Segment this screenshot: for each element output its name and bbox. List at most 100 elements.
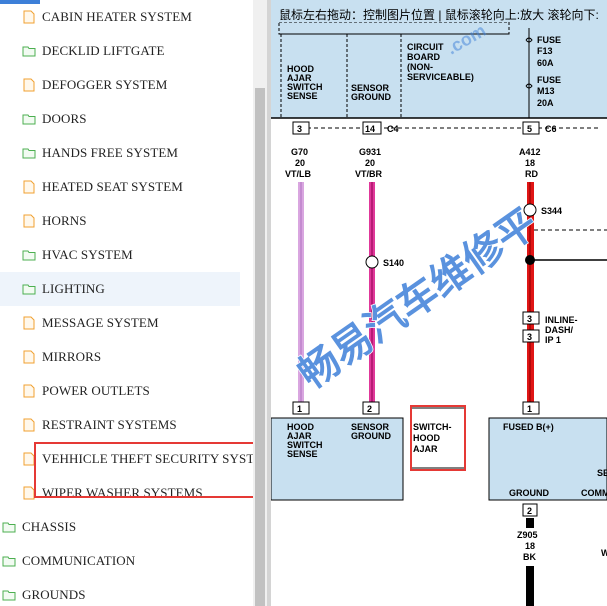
sensor-ground-top-label: SENSOR	[351, 83, 390, 93]
tree-item-power-outlets[interactable]: POWER OUTLETS	[0, 374, 240, 408]
tree-item-hands-free-system[interactable]: HANDS FREE SYSTEM	[0, 136, 240, 170]
tree-item-grounds[interactable]: GROUNDS	[0, 578, 240, 606]
tree-item-label: CABIN HEATER SYSTEM	[42, 9, 192, 24]
svg-text:BK: BK	[523, 552, 536, 562]
svg-text:BOARD: BOARD	[407, 52, 440, 62]
tree-item-defogger-system[interactable]: DEFOGGER SYSTEM	[0, 68, 240, 102]
sidebar-scrollbar[interactable]	[253, 0, 267, 606]
svg-text:C4: C4	[387, 124, 399, 134]
svg-text:M13: M13	[537, 86, 555, 96]
fused-b-label: FUSED B(+)	[503, 422, 554, 432]
tree-item-label: HORNS	[42, 213, 87, 228]
svg-text:VT/BR: VT/BR	[355, 169, 383, 179]
tree-item-restraint-systems[interactable]: RESTRAINT SYSTEMS	[0, 408, 240, 442]
wire-black	[526, 518, 534, 528]
watermark-text: 畅易汽车维修平	[291, 201, 546, 398]
tree-item-label: DOORS	[42, 111, 87, 126]
tree-item-decklid-liftgate[interactable]: DECKLID LIFTGATE	[0, 34, 240, 68]
svg-text:2: 2	[367, 404, 372, 414]
svg-text:60A: 60A	[537, 58, 554, 68]
svg-text:AJAR: AJAR	[413, 444, 438, 454]
tree-item-label: RESTRAINT SYSTEMS	[42, 417, 177, 432]
svg-text:AJAR: AJAR	[287, 73, 312, 83]
tree-item-label: HVAC SYSTEM	[42, 247, 133, 262]
panel-divider[interactable]	[267, 0, 271, 606]
tree-item-vehicle-theft-security-system[interactable]: VEHHICLE THEFT SECURITY SYSTEM	[0, 442, 253, 476]
svg-text:18: 18	[525, 541, 535, 551]
tree-item-cabin-heater-system[interactable]: CABIN HEATER SYSTEM	[0, 0, 240, 34]
folder-icon	[22, 44, 36, 58]
svg-text:SERVICEABLE): SERVICEABLE)	[407, 72, 474, 82]
tree-item-doors[interactable]: DOORS	[0, 102, 240, 136]
tree-item-mirrors[interactable]: MIRRORS	[0, 340, 240, 374]
highlight-box	[34, 442, 253, 498]
svg-text:SE: SE	[597, 468, 607, 478]
tree-item-lighting[interactable]: LIGHTING	[0, 272, 240, 306]
tree-item-label: COMMUNICATION	[22, 553, 136, 568]
svg-text:1: 1	[297, 404, 302, 414]
tree-item-label: MESSAGE SYSTEM	[42, 315, 159, 330]
svg-text:S140: S140	[383, 258, 404, 268]
tree-item-heated-seat-system[interactable]: HEATED SEAT SYSTEM	[0, 170, 240, 204]
svg-text:1: 1	[527, 404, 532, 414]
viewer-hint: 鼠标左右拖动：控制图片位置 | 鼠标滚轮向上:放大 滚轮向下:	[279, 6, 599, 22]
svg-text:3: 3	[527, 332, 532, 342]
file-icon	[22, 180, 36, 194]
file-icon	[22, 78, 36, 92]
fuse-m13-label: FUSE	[537, 75, 561, 85]
hood-ajar-top-label: HOOD	[287, 64, 315, 74]
svg-text:AJAR: AJAR	[287, 431, 312, 441]
wire-z905-label: Z905	[517, 530, 538, 540]
tree-item-label: GROUNDS	[22, 587, 86, 602]
svg-text:COMM: COMM	[581, 488, 607, 498]
tree-item-horns[interactable]: HORNS	[0, 204, 240, 238]
fuse-f13-label: FUSE	[537, 35, 561, 45]
tree-item-label: DEFOGGER SYSTEM	[42, 77, 168, 92]
svg-text:3: 3	[527, 314, 532, 324]
tree-item-label: HANDS FREE SYSTEM	[42, 145, 179, 160]
svg-text:C6: C6	[545, 124, 557, 134]
wiring-diagram-viewer[interactable]: CIRCUIT BOARD (NON- SERVICEABLE) FUSE F1…	[271, 0, 607, 606]
svg-text:IP 1: IP 1	[545, 335, 561, 345]
tree-item-hvac-system[interactable]: HVAC SYSTEM	[0, 238, 240, 272]
splice-s140	[365, 255, 379, 269]
tree-item-label: POWER OUTLETS	[42, 383, 150, 398]
file-icon	[22, 214, 36, 228]
tree-item-message-system[interactable]: MESSAGE SYSTEM	[0, 306, 240, 340]
tree-item-label: DECKLID LIFTGATE	[42, 43, 165, 58]
svg-text:SWITCH: SWITCH	[287, 440, 323, 450]
wire-g70-label: G70	[291, 147, 308, 157]
tree-item-communication[interactable]: COMMUNICATION	[0, 544, 240, 578]
module-bottom-right	[488, 417, 607, 501]
tree-item-label: MIRRORS	[42, 349, 102, 364]
hood-ajar-bottom-label: HOOD	[287, 422, 315, 432]
svg-text:(NON-: (NON-	[407, 62, 433, 72]
svg-text:20: 20	[295, 158, 305, 168]
file-icon	[22, 384, 36, 398]
tree-item-label: HEATED SEAT SYSTEM	[42, 179, 183, 194]
highlight-box	[410, 405, 466, 471]
folder-icon	[2, 520, 16, 534]
tree-header-partial	[0, 0, 40, 4]
switch-hood-ajar-box	[410, 407, 466, 469]
svg-text:VT/LB: VT/LB	[285, 169, 311, 179]
switch-hood-ajar-label: SWITCH-	[413, 422, 452, 432]
svg-text:SWITCH: SWITCH	[287, 82, 323, 92]
tree-item-chassis[interactable]: CHASSIS	[0, 510, 240, 544]
svg-text:DASH/: DASH/	[545, 325, 574, 335]
file-icon	[22, 350, 36, 364]
svg-text:SENSE: SENSE	[287, 449, 318, 459]
folder-icon	[22, 146, 36, 160]
wire-a412-label: A412	[519, 147, 541, 157]
scrollbar-thumb[interactable]	[255, 88, 265, 606]
pin-3-label: 3	[297, 124, 302, 134]
svg-text:GROUND: GROUND	[351, 431, 391, 441]
svg-text:20: 20	[365, 158, 375, 168]
category-tree: CABIN HEATER SYSTEM DECKLID LIFTGATE DEF…	[0, 0, 253, 606]
wiring-diagram: CIRCUIT BOARD (NON- SERVICEABLE) FUSE F1…	[271, 0, 607, 606]
svg-text:HOOD: HOOD	[413, 433, 441, 443]
svg-text:GROUND: GROUND	[351, 92, 391, 102]
svg-text:SENSE: SENSE	[287, 91, 318, 101]
splice-s344	[523, 203, 537, 217]
file-icon	[22, 418, 36, 432]
